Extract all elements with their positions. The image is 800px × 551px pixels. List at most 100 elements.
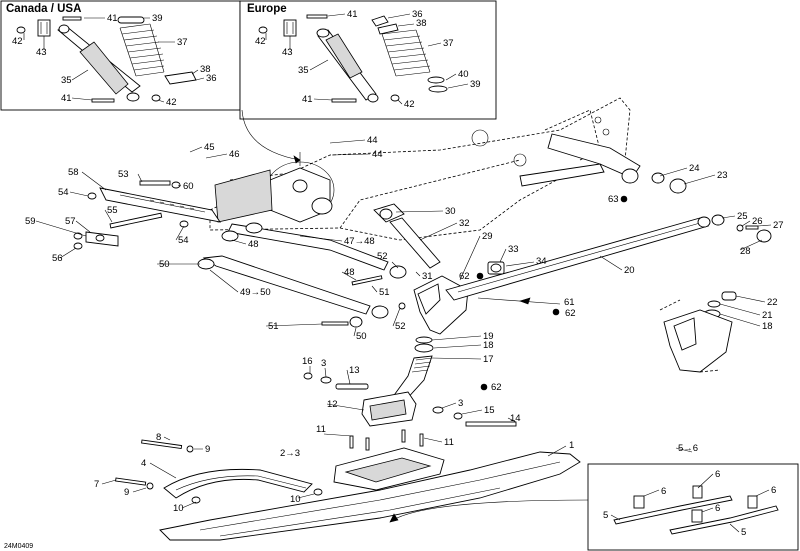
callout-6d: 6 (715, 503, 720, 514)
callout-52: 52 (377, 251, 388, 262)
callout-48b: 48 (344, 267, 355, 278)
callout-52b: 52 (395, 321, 406, 332)
callout-63: 63 (608, 194, 619, 205)
callout-41-lower: 41 (61, 93, 72, 104)
callout-21: 21 (762, 310, 773, 321)
callout-60: 60 (183, 181, 194, 192)
callout-62b: 62 (565, 308, 576, 319)
callout-12: 12 (327, 399, 338, 410)
bushing-13 (335, 383, 369, 390)
bolt-41-europe-lower (331, 98, 357, 103)
bushing-50 (349, 316, 363, 328)
nut-9a (186, 445, 194, 453)
nut-15 (453, 412, 463, 420)
callout-10: 10 (173, 503, 184, 514)
callout-48: 48 (248, 239, 259, 250)
pivot-assembly-23-24 (519, 133, 687, 194)
callout-23: 23 (717, 170, 728, 181)
steering-arm-32 (389, 217, 441, 269)
nut-9b (146, 482, 154, 490)
nut-10a (191, 496, 201, 504)
shock-absorber-35 (57, 24, 141, 102)
callout-24: 24 (689, 163, 700, 174)
callout-38: 38 (200, 64, 211, 75)
callout-39-eu: 39 (470, 79, 481, 90)
nut-60 (171, 181, 181, 189)
shock-mount-assembly (214, 161, 335, 223)
callout-41-eu-lower: 41 (302, 94, 313, 105)
callout-42-eu: 42 (255, 36, 266, 47)
callout-33: 33 (508, 244, 519, 255)
torque-icon-63 (620, 195, 628, 203)
callout-6b: 6 (661, 486, 666, 497)
inset-ski-runner (587, 463, 799, 551)
ring-40 (427, 76, 445, 84)
callout-22: 22 (767, 297, 778, 308)
washer-3b (432, 406, 444, 414)
bushing-25 (711, 214, 725, 226)
bolt-41-europe (306, 14, 328, 19)
callout-44: 44 (367, 135, 378, 146)
callout-1: 1 (569, 440, 574, 451)
callout-42-lower: 42 (166, 97, 177, 108)
callout-4: 4 (141, 458, 146, 469)
ski-inset-pointer (389, 499, 591, 523)
callout-3: 3 (321, 358, 326, 369)
callout-19: 19 (483, 331, 494, 342)
bushing-52 (389, 265, 407, 279)
bolt-53 (139, 180, 171, 186)
callout-53: 53 (118, 169, 129, 180)
inset-pointer-arrow (293, 155, 301, 164)
upper-rail-58 (99, 187, 221, 223)
callout-26: 26 (752, 216, 763, 227)
callout-41: 41 (107, 13, 118, 24)
callout-62c: 62 (491, 382, 502, 393)
ski-mount-plate-2 (333, 447, 445, 491)
callout-35: 35 (61, 75, 72, 86)
callout-51: 51 (379, 287, 390, 298)
nut-52b (398, 302, 406, 310)
callout-40: 40 (458, 69, 469, 80)
nut-42-europe (258, 26, 268, 34)
callout-46: 46 (229, 149, 240, 160)
callout-59: 59 (25, 216, 36, 227)
callout-50: 50 (159, 259, 170, 270)
bracket-57 (85, 231, 119, 247)
spindle-17 (391, 336, 434, 403)
bracket-43 (37, 19, 51, 37)
callout-56: 56 (52, 253, 63, 264)
spindle-detail-18-22 (659, 291, 737, 373)
collar-36-europe (371, 15, 389, 27)
callout-39: 39 (152, 13, 163, 24)
callout-36-eu: 36 (412, 9, 423, 20)
callout-leaders (23, 13, 772, 533)
callout-5-6: 5→6 (678, 443, 698, 454)
callout-8: 8 (156, 432, 161, 443)
callout-37-eu: 37 (443, 38, 454, 49)
callout-47-48: 47→48 (344, 236, 375, 247)
callout-10b: 10 (290, 494, 301, 505)
nut-42 (16, 26, 26, 34)
bolt-27 (745, 225, 759, 230)
nut-56b (73, 242, 83, 250)
callout-5b: 5 (741, 527, 746, 538)
ski-inset-arrow (389, 513, 399, 523)
cap-28 (756, 229, 772, 243)
callout-62: 62 (459, 271, 470, 282)
torque-icon-62a (476, 272, 484, 280)
bolt-51-lower (321, 321, 349, 326)
callout-29: 29 (482, 231, 493, 242)
callout-54b: 54 (178, 235, 189, 246)
callout-18b: 18 (483, 340, 494, 351)
bolt-8 (141, 439, 183, 450)
callout-54: 54 (58, 187, 69, 198)
inset-title-europe: Europe (247, 3, 287, 15)
radius-rod-20 (445, 216, 711, 301)
callout-27: 27 (773, 220, 784, 231)
callout-30: 30 (445, 206, 456, 217)
washer-54b (179, 220, 189, 228)
callout-61: 61 (564, 297, 575, 308)
lower-arm-49 (197, 255, 389, 319)
callout-25: 25 (737, 211, 748, 222)
bolt-14 (465, 421, 517, 427)
